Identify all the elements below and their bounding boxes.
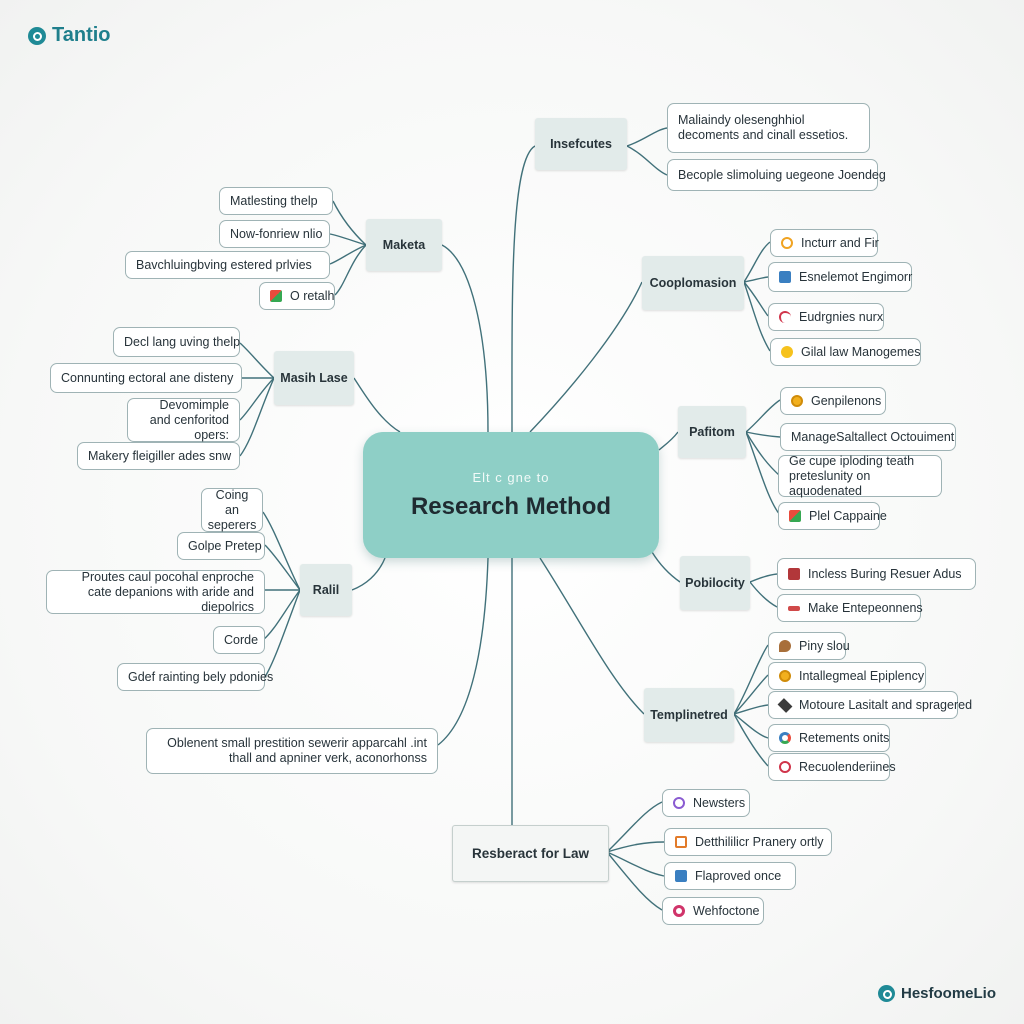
leaf-node[interactable]: ManageSaltallect Octouiment <box>780 423 956 451</box>
orange-circle-icon <box>781 237 793 249</box>
connector-pafitom <box>658 431 679 451</box>
leaf-node[interactable]: Devomimple and cenforitod opers: <box>127 398 240 442</box>
leaf-node[interactable]: Plel Cappaine <box>778 502 887 530</box>
brand-name-bottom: HesfoomeLio <box>900 985 996 1002</box>
connector-insefcutes <box>511 145 536 433</box>
connector-cooplomasion <box>529 281 643 433</box>
brand-logo-bottom: HesfoomeLio <box>877 985 996 1002</box>
connector-ralil <box>351 557 386 591</box>
multicolor-circle-icon <box>779 732 791 744</box>
branch-ralil[interactable]: Ralil <box>300 564 352 616</box>
blue-chart-icon <box>779 271 791 283</box>
brand-logo-top: Tantio <box>28 24 111 47</box>
central-topic-subtitle: Elt c gne to <box>472 469 550 485</box>
red-circle-icon <box>779 761 791 773</box>
connector-templinetred <box>539 557 645 715</box>
leaf-node[interactable]: Incturr and Fir <box>770 229 879 257</box>
leaf-node[interactable]: Corde <box>213 626 265 654</box>
leaf-node[interactable]: Connunting ectoral ane disteny <box>50 363 242 393</box>
leaf-node[interactable]: Makery fleigiller ades snw <box>77 442 240 470</box>
red-robot-icon <box>788 568 800 580</box>
red-bar-icon <box>788 605 800 611</box>
multicolor-square-icon <box>789 510 801 522</box>
branch-pobilocity[interactable]: Pobilocity <box>680 556 750 610</box>
red-swirl-icon <box>779 311 791 323</box>
connector-maketa <box>441 244 489 433</box>
leaf-node[interactable]: Gdef rainting bely pdonies <box>117 663 273 691</box>
branch-masih-lase[interactable]: Masih Lase <box>274 351 354 405</box>
leaf-node[interactable]: O retalh <box>259 282 335 310</box>
leaf-node[interactable]: Matlesting thelp <box>219 187 333 215</box>
leaf-node[interactable]: Decl lang uving thelp <box>113 327 240 357</box>
leaf-node[interactable]: Retements onits <box>768 724 890 752</box>
leaf-node[interactable]: Coing an seperers <box>201 488 263 532</box>
branch-label: Resberact for Law <box>471 846 590 861</box>
amber-circle-icon <box>791 395 803 407</box>
branch-label: Maketa <box>382 238 426 252</box>
leaf-node[interactable]: Newsters <box>662 789 750 817</box>
leaf-node[interactable]: Flaproved once <box>664 862 796 890</box>
connector-extra-left <box>437 557 489 746</box>
yellow-circle-icon <box>781 346 793 358</box>
leaf-node[interactable]: Bavchluingbving estered prlvies <box>125 251 330 279</box>
purple-circle-icon <box>673 797 685 809</box>
leaf-node[interactable]: Becople slimoluing uegeone Joendeg <box>667 159 886 191</box>
branch-research-for-law[interactable]: Resberact for Law <box>452 825 609 882</box>
leaf-node[interactable]: Proutes caul pocohal enproche cate depan… <box>46 570 265 614</box>
branch-pafitom[interactable]: Pafitom <box>678 406 746 458</box>
mind-map-logo-icon <box>877 985 895 1002</box>
flame-icon <box>779 640 791 652</box>
leaf-node[interactable]: Wehfoctone <box>662 897 764 925</box>
branch-label: Pafitom <box>689 425 735 439</box>
leaf-node[interactable]: Motoure Lasitalt and spragered <box>768 691 972 719</box>
branch-label: Cooplomasion <box>649 276 737 290</box>
branch-insefcutes[interactable]: Insefcutes <box>535 118 627 170</box>
brand-name-top: Tantio <box>52 24 111 46</box>
mind-map-logo-icon <box>28 26 46 45</box>
orange-square-icon <box>675 836 687 848</box>
leaf-node[interactable]: Gilal law Manogemes <box>770 338 921 366</box>
leaf-node[interactable]: Ge cupe iploding teath preteslunity on a… <box>778 454 942 498</box>
branch-templinetred[interactable]: Templinetred <box>644 688 734 742</box>
branch-label: Pobilocity <box>685 576 745 590</box>
multicolor-leaf-icon <box>270 290 282 302</box>
leaf-node[interactable]: Genpilenons <box>780 387 886 415</box>
branch-maketa[interactable]: Maketa <box>366 219 442 271</box>
leaf-node[interactable]: Detthililicr Pranery ortly <box>664 828 832 856</box>
branch-cooplomasion[interactable]: Cooplomasion <box>642 256 744 310</box>
central-topic-node[interactable]: Elt c gne to Research Method <box>363 432 659 558</box>
leaf-node[interactable]: Oblenent small prestition sewerir apparc… <box>146 728 438 774</box>
connector-masih-lase <box>353 377 401 433</box>
leaf-node[interactable]: Maliaindy olesenghhiol decoments and cin… <box>667 103 870 153</box>
leaf-node[interactable]: Recuolenderiines <box>768 753 896 781</box>
connector-pobilocity <box>651 551 681 583</box>
branch-label: Insefcutes <box>550 137 612 151</box>
leaf-node[interactable]: Golpe Pretep <box>177 532 265 560</box>
dark-star-icon <box>777 697 793 713</box>
leaf-node[interactable]: Make Entepeonnens <box>777 594 923 622</box>
leaf-node[interactable]: Eudrgnies nurx <box>768 303 884 331</box>
leaf-node[interactable]: Piny slou <box>768 632 850 660</box>
amber-circle-icon <box>779 670 791 682</box>
branch-label: Templinetred <box>650 708 728 722</box>
pink-circle-icon <box>673 905 685 917</box>
central-topic-title: Research Method <box>410 492 612 520</box>
leaf-node[interactable]: Esnelemot Engimorr <box>768 262 912 292</box>
leaf-node[interactable]: Now-fonriew nlio <box>219 220 330 248</box>
blue-square-icon <box>675 870 687 882</box>
branch-label: Masih Lase <box>280 371 348 385</box>
leaf-node[interactable]: Incless Buring Resuer Adus <box>777 558 976 590</box>
branch-label: Ralil <box>312 583 340 597</box>
leaf-node[interactable]: Intallegmeal Epiplency <box>768 662 926 690</box>
